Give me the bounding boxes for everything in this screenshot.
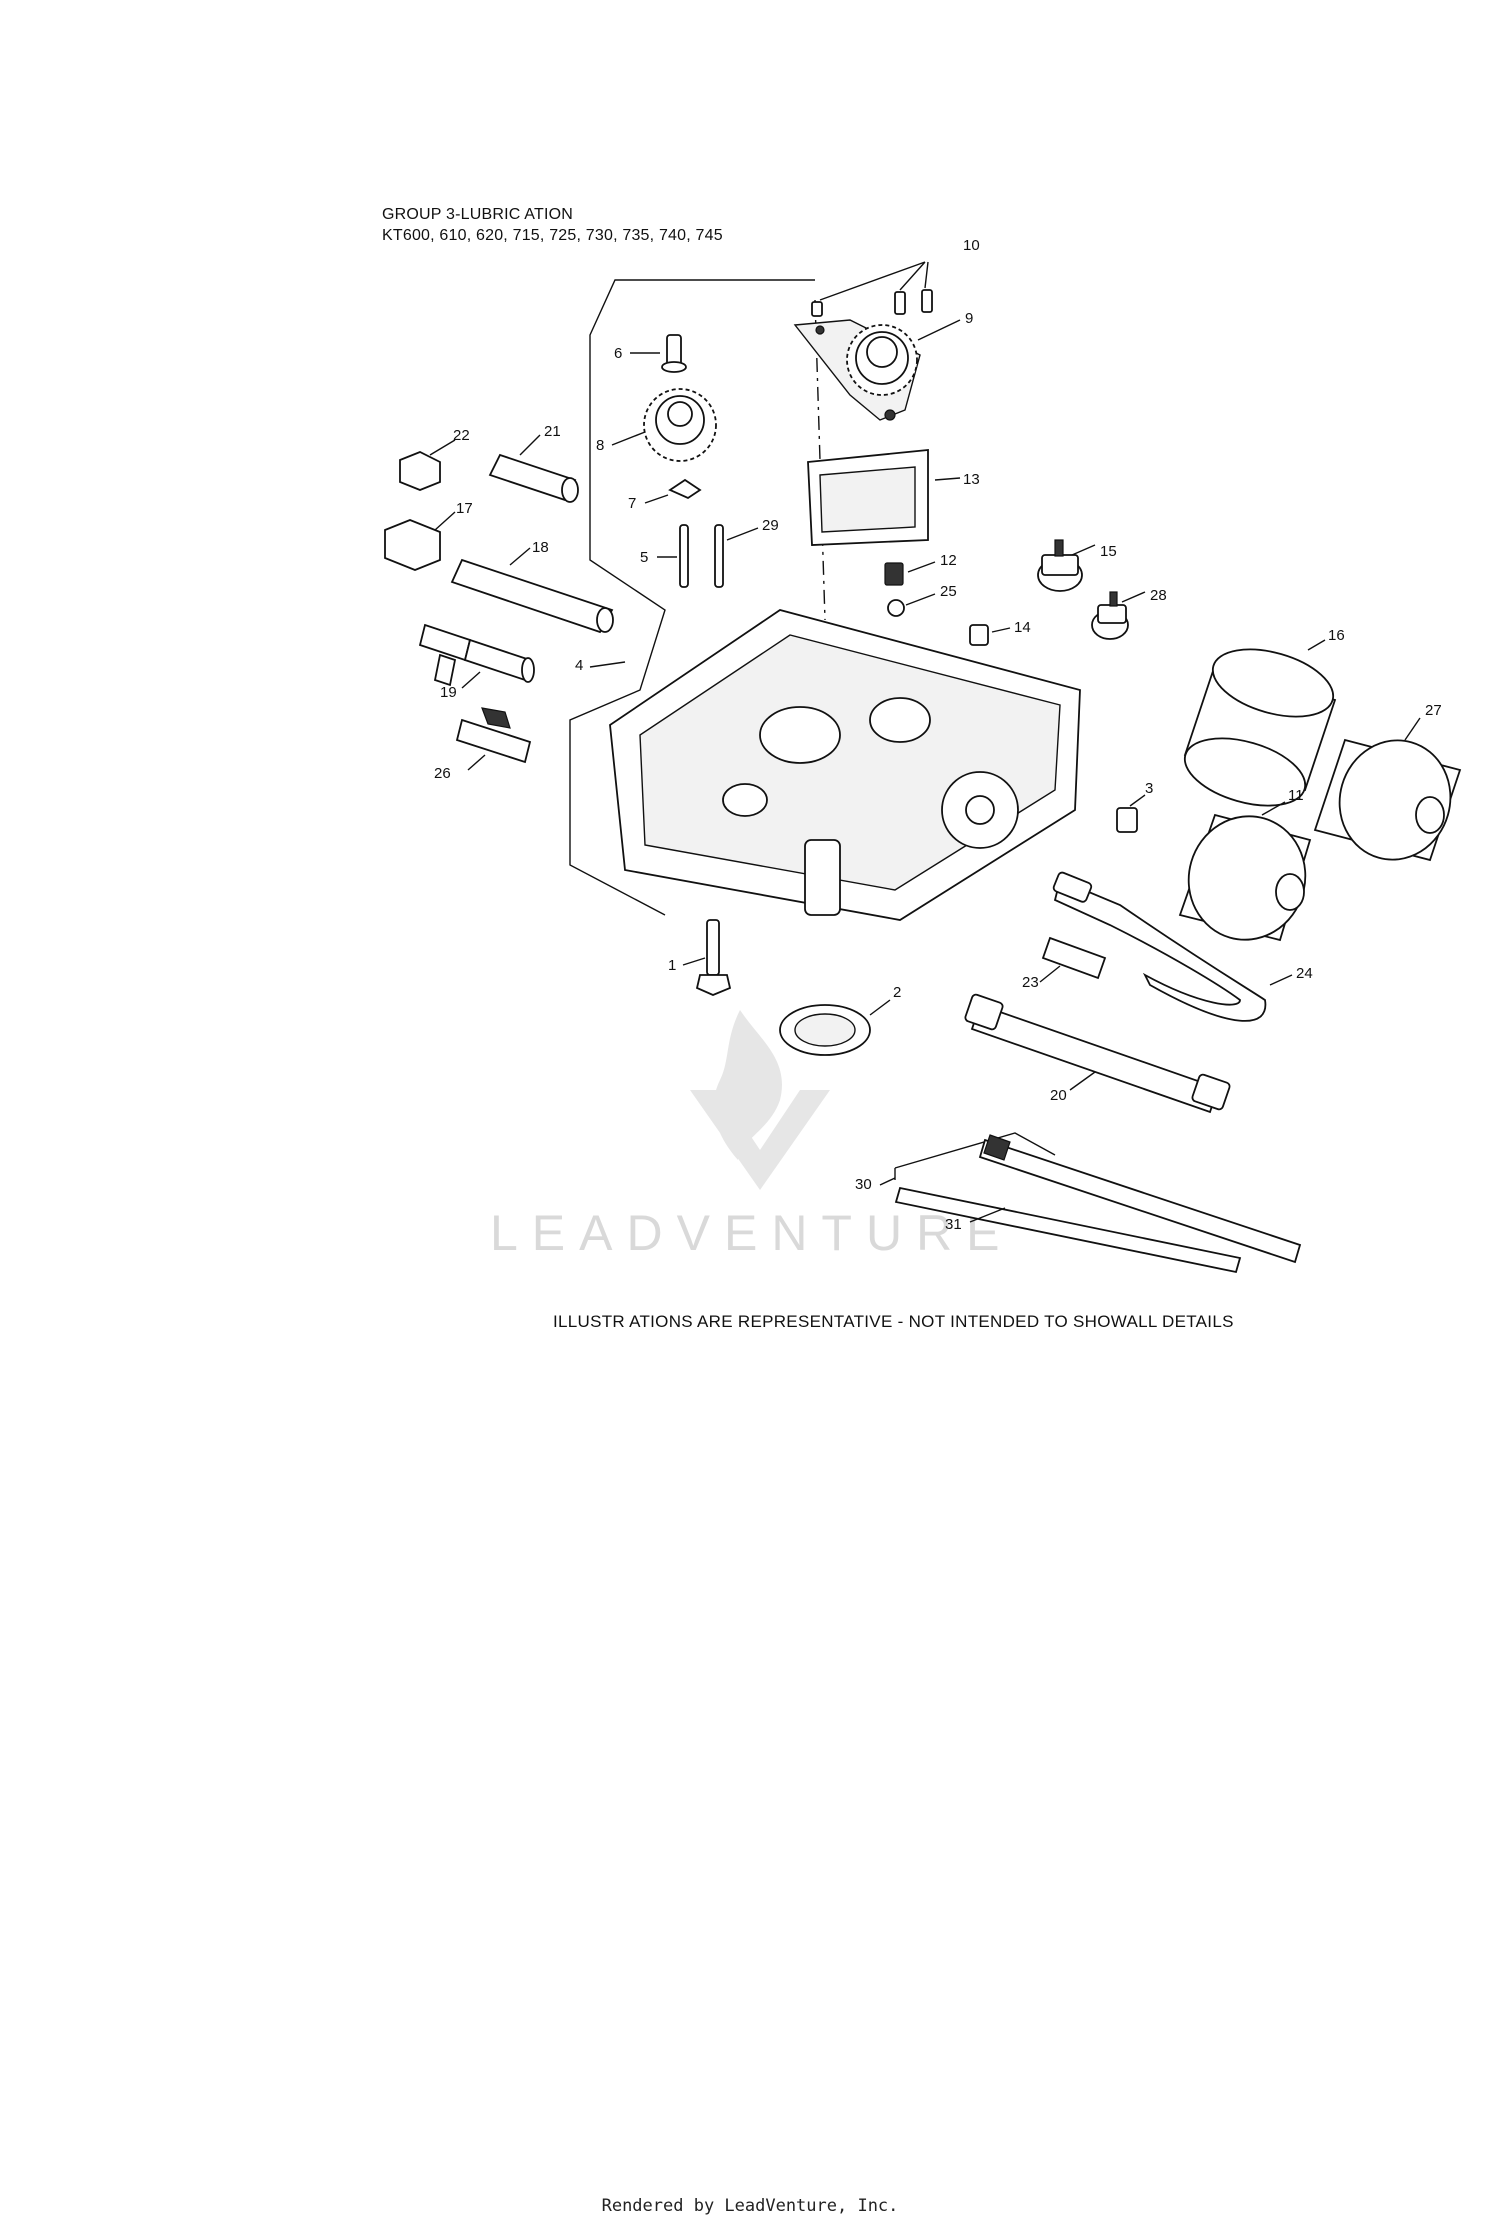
callout-14: 14: [1014, 619, 1031, 636]
pins-5-29: [657, 524, 759, 588]
callout-21: 21: [544, 423, 561, 440]
callout-6: 6: [614, 345, 622, 362]
callout-15: 15: [1100, 543, 1117, 560]
callout-5: 5: [640, 549, 648, 566]
oil-filter-27: [1313, 717, 1462, 862]
oil-pump-9: [793, 319, 961, 421]
switch-15: [1037, 539, 1096, 592]
diagram-group-title: GROUP 3-LUBRIC ATION: [382, 206, 573, 223]
callout-30: 30: [855, 1176, 872, 1193]
render-credit-footer: Rendered by LeadVenture, Inc.: [601, 2196, 899, 2216]
callout-labels: 10 9 6 21 22 8 13 7 17 29 18 15 5 12 25 …: [434, 237, 1442, 1233]
callout-29: 29: [762, 517, 779, 534]
clip-7: [644, 478, 702, 504]
fitting-22: [399, 439, 456, 491]
watermark-brand-text: LEADVENTURE: [490, 1205, 1014, 1261]
callout-31: 31: [945, 1216, 962, 1233]
nut-17: [384, 511, 456, 571]
callout-4: 4: [575, 657, 583, 674]
spring-12-ball-25: [884, 561, 936, 617]
callout-27: 27: [1425, 702, 1442, 719]
fitting-23: [1039, 936, 1107, 983]
callout-24: 24: [1296, 965, 1313, 982]
pin-6: [630, 334, 687, 373]
callout-3: 3: [1145, 780, 1153, 797]
callout-9: 9: [965, 310, 973, 327]
callout-19: 19: [440, 684, 457, 701]
callout-11: 11: [1288, 787, 1304, 804]
disclaimer-text: ILLUSTR ATIONS ARE REPRESENTATIVE - NOT …: [553, 1312, 1234, 1331]
callout-2: 2: [893, 984, 901, 1001]
callout-16: 16: [1328, 627, 1345, 644]
callout-25: 25: [940, 583, 957, 600]
tube-20: [964, 993, 1231, 1114]
bolt-1: [682, 919, 732, 996]
leadventure-watermark: LEADVENTURE: [490, 1010, 1014, 1261]
tube-18: [450, 547, 614, 634]
fitting-3: [1116, 794, 1146, 833]
valve-26: [455, 707, 532, 771]
callout-17: 17: [456, 500, 473, 517]
dipstick-30-31: [879, 1132, 1302, 1274]
callout-1: 1: [668, 957, 676, 974]
callout-28: 28: [1150, 587, 1167, 604]
crankcase-bracket-lines: [569, 279, 826, 916]
screen-13: [807, 449, 961, 546]
callout-23: 23: [1022, 974, 1039, 991]
seal-2: [779, 999, 891, 1056]
callout-20: 20: [1050, 1087, 1067, 1104]
callout-26: 26: [434, 765, 451, 782]
screws-10: [811, 261, 933, 317]
callout-8: 8: [596, 437, 604, 454]
tee-fitting-19: [418, 623, 535, 689]
hose-24: [1052, 871, 1293, 1022]
callout-18: 18: [532, 539, 549, 556]
callout-7: 7: [628, 495, 636, 512]
crankcase-4: [589, 609, 1081, 921]
callout-12: 12: [940, 552, 957, 569]
callout-22: 22: [453, 427, 470, 444]
oil-filter-11: [1178, 801, 1312, 942]
gear-8: [611, 388, 717, 462]
plug-14: [969, 624, 1011, 646]
oil-filter-16: [1183, 639, 1337, 807]
tube-21: [488, 434, 579, 503]
diagram-model-list: KT600, 610, 620, 715, 725, 730, 735, 740…: [382, 227, 723, 244]
callout-10: 10: [963, 237, 980, 254]
switch-28: [1091, 591, 1146, 640]
callout-13: 13: [963, 471, 980, 488]
